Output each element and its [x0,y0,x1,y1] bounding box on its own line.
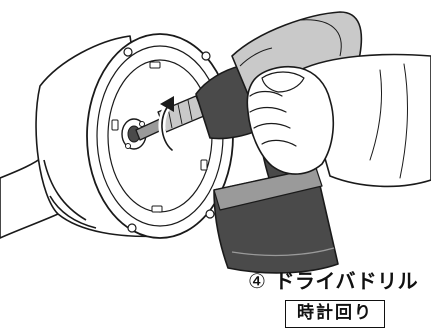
operator-hand [246,53,431,188]
center-hub [121,118,147,150]
rim-screws [123,47,215,233]
rotation-direction-badge: 時計回り [285,300,385,328]
ring-clips [111,61,208,213]
rotation-arrow [158,96,176,154]
tool-name: ドライバドリル [274,269,419,293]
step-number: ④ [248,269,267,293]
tool-caption: ④ ドライバドリル [248,265,418,294]
